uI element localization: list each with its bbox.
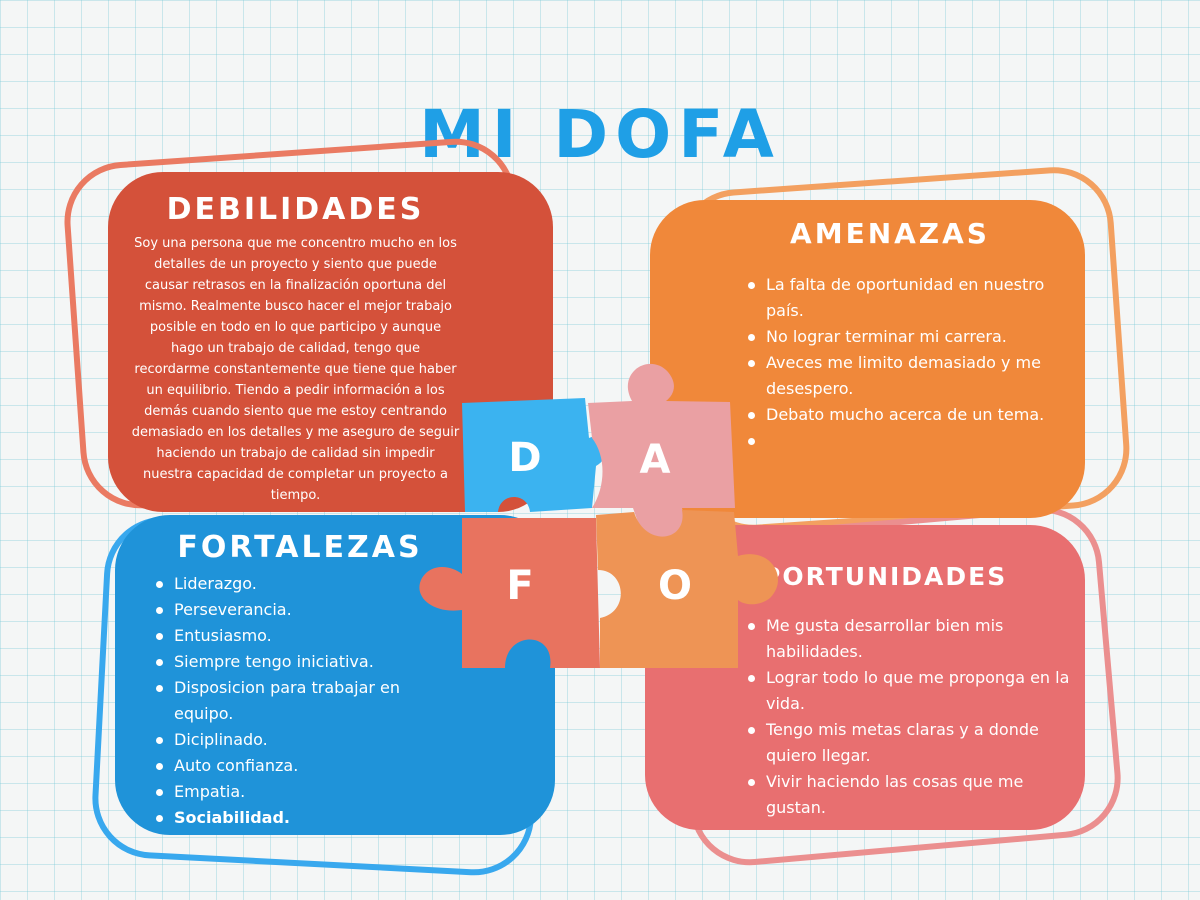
amenazas-item: Debato mucho acerca de un tema. (748, 402, 1076, 428)
fortalezas-item: Auto confianza. (156, 753, 464, 779)
debilidades-line: recordarme constantemente que tiene que … (134, 362, 457, 377)
puzzle-letter-o: O (657, 563, 692, 609)
debilidades-text: Soy una persona que me concentro mucho e… (108, 233, 483, 506)
oportunidades-list: Me gusta desarrollar bien mis habilidade… (740, 613, 1086, 821)
debilidades-line: demasiado en los detalles y me aseguro d… (131, 425, 460, 440)
amenazas-title: AMENAZAS (790, 217, 990, 250)
page-title: MI DOFA (419, 96, 781, 173)
puzzle-piece-f (419, 518, 600, 668)
puzzle-letter-f: F (506, 563, 534, 609)
debilidades-line: detalles de un proyecto y siento que pue… (154, 257, 437, 272)
debilidades-line: haciendo un trabajo de calidad sin imped… (156, 446, 435, 461)
oportunidades-item: Lograr todo lo que me proponga en la vid… (748, 665, 1086, 717)
debilidades-line: nuestra capacidad de completar un proyec… (143, 467, 448, 482)
amenazas-list: La falta de oportunidad en nuestro país.… (740, 272, 1076, 454)
amenazas-item: No lograr terminar mi carrera. (748, 324, 1076, 350)
fortalezas-item: Diciplinado. (156, 727, 464, 753)
fortalezas-item: Perseverancia. (156, 597, 464, 623)
debilidades-line: un equilibrio. Tiendo a pedir informació… (146, 383, 445, 398)
fortalezas-list: Liderazgo. Perseverancia. Entusiasmo. Si… (148, 571, 464, 831)
fortalezas-item: Entusiasmo. (156, 623, 464, 649)
oportunidades-item: Me gusta desarrollar bien mis habilidade… (748, 613, 1086, 665)
oportunidades-item: Tengo mis metas claras y a donde quiero … (748, 717, 1086, 769)
amenazas-item (748, 428, 1076, 454)
amenazas-item: La falta de oportunidad en nuestro país. (748, 272, 1076, 324)
fortalezas-title: FORTALEZAS (177, 530, 423, 565)
fortalezas-item: Disposicion para trabajar en equipo. (156, 675, 464, 727)
puzzle-piece-o (596, 510, 779, 668)
debilidades-line: tiempo. (270, 488, 321, 503)
fortalezas-item: Siempre tengo iniciativa. (156, 649, 464, 675)
debilidades-line: demás cuando siento que me estoy centran… (144, 404, 447, 419)
fortalezas-item: Empatia. (156, 779, 464, 805)
puzzle-piece-d (462, 398, 607, 512)
debilidades-line: hago un trabajo de calidad, tengo que (170, 341, 421, 356)
debilidades-line: posible en todo en lo que participo y au… (149, 320, 442, 335)
puzzle-letter-a: A (639, 437, 671, 483)
debilidades-line: mismo. Realmente busco hacer el mejor tr… (139, 299, 452, 314)
debilidades-line: causar retrasos en la finalización oport… (144, 278, 447, 293)
puzzle-letter-d: D (508, 435, 542, 481)
fortalezas-item: Sociabilidad. (156, 805, 464, 831)
fortalezas-item: Liderazgo. (156, 571, 464, 597)
debilidades-line: Soy una persona que me concentro mucho e… (134, 236, 457, 251)
oportunidades-title: OPORTUNIDADES (738, 562, 1008, 591)
puzzle-piece-a (588, 363, 735, 541)
oportunidades-item: Vivir haciendo las cosas que me gustan. (748, 769, 1086, 821)
amenazas-item: Aveces me limito demasiado y me desesper… (748, 350, 1076, 402)
debilidades-title: DEBILIDADES (166, 192, 425, 227)
